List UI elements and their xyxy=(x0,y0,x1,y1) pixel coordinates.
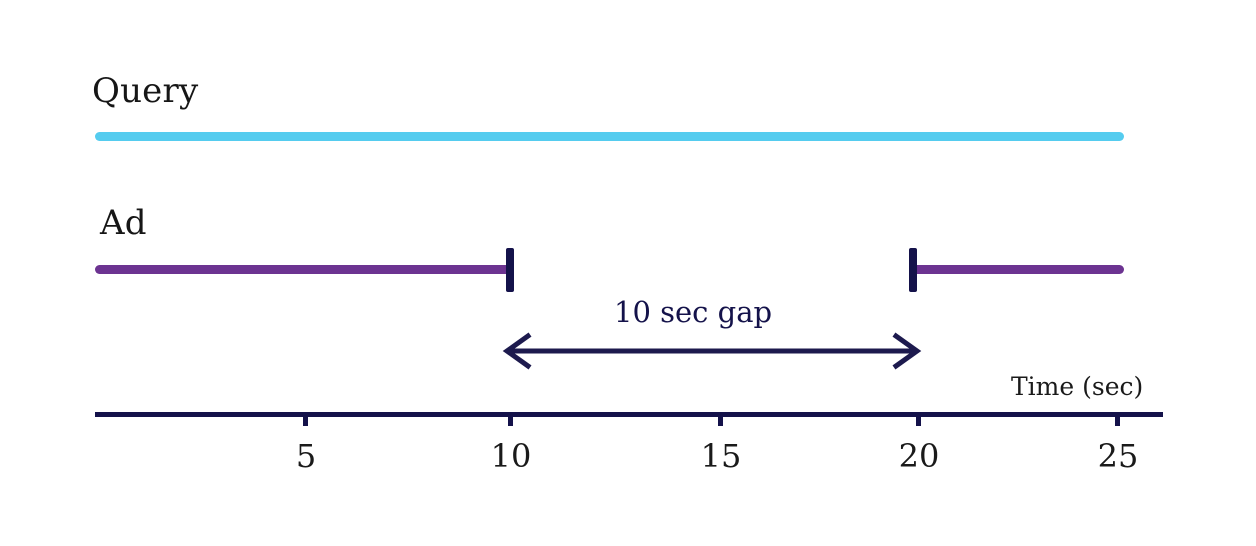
ad-timeline-bar-segment-first xyxy=(95,265,513,274)
axis-tick-20 xyxy=(916,415,921,426)
ad-timeline-bar-segment-second xyxy=(913,265,1124,274)
time-axis-line xyxy=(95,412,1163,417)
axis-tick-25 xyxy=(1115,415,1120,426)
ad-break-start-marker xyxy=(506,248,514,292)
axis-tick-5 xyxy=(303,415,308,426)
axis-tick-10 xyxy=(508,415,513,426)
axis-tick-15 xyxy=(718,415,723,426)
query-timeline-bar xyxy=(95,132,1124,141)
ad-break-end-marker xyxy=(909,248,917,292)
gap-double-arrow-icon xyxy=(502,332,922,370)
axis-tick-label-25: 25 xyxy=(1097,437,1139,475)
axis-tick-label-20: 20 xyxy=(898,437,940,475)
axis-tick-label-15: 15 xyxy=(700,437,742,475)
ad-track-label: Ad xyxy=(100,203,147,243)
axis-tick-label-10: 10 xyxy=(490,437,532,475)
axis-tick-label-5: 5 xyxy=(295,437,317,475)
time-axis-title: Time (sec) xyxy=(1011,372,1144,401)
gap-annotation-label: 10 sec gap xyxy=(614,295,773,329)
query-track-label: Query xyxy=(92,71,199,111)
